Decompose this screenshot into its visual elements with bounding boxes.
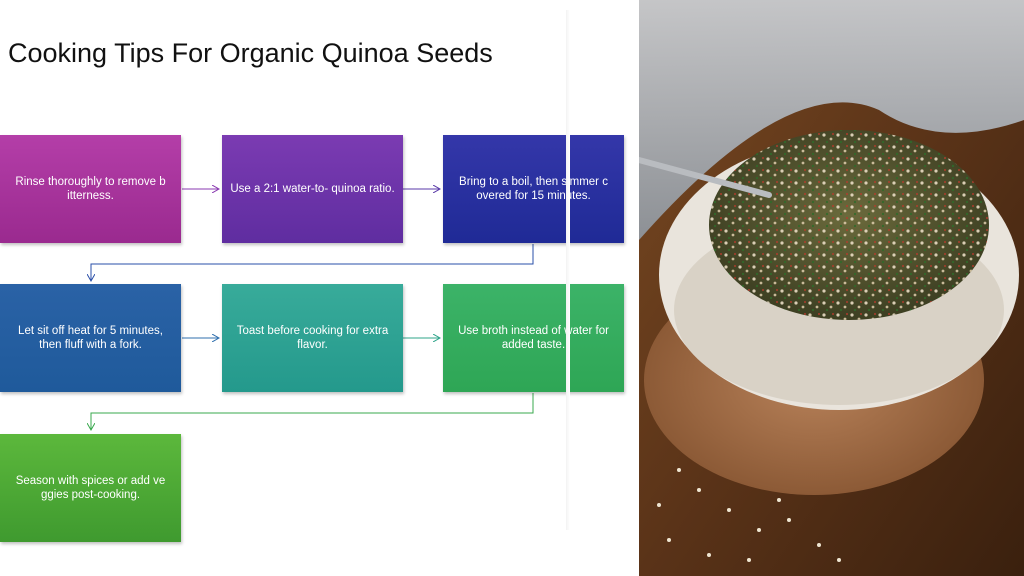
connector-6-7 [91, 393, 534, 430]
connector-3-4 [91, 244, 534, 281]
step-1-box: Rinse thoroughly to remove b itterness. [0, 135, 181, 243]
step-7-box: Season with spices or add ve ggies post-… [0, 434, 181, 542]
slide-title: Cooking Tips For Organic Quinoa Seeds [8, 38, 493, 68]
quinoa-salad-bowl-photo [639, 0, 1024, 576]
step-5-box: Toast before cooking for extra flavor. [222, 284, 403, 392]
step-7-text: Season with spices or add ve ggies post-… [15, 475, 166, 501]
step-6-box: Use broth instead of water for added tas… [443, 284, 624, 392]
step-3-text: Bring to a boil, then simmer c overed fo… [459, 176, 608, 202]
step-2-box: Use a 2:1 water-to- quinoa ratio. [222, 135, 403, 243]
step-6-text: Use broth instead of water for added tas… [458, 325, 609, 351]
step-5-text: Toast before cooking for extra flavor. [236, 325, 389, 351]
step-4-text: Let sit off heat for 5 minutes, then flu… [18, 325, 163, 351]
divider [566, 10, 570, 530]
flow-connectors [0, 0, 534, 576]
step-3-box: Bring to a boil, then simmer c overed fo… [443, 135, 624, 243]
step-2-text: Use a 2:1 water-to- quinoa ratio. [230, 183, 395, 195]
step-1-text: Rinse thoroughly to remove b itterness. [15, 176, 166, 202]
step-4-box: Let sit off heat for 5 minutes, then flu… [0, 284, 181, 392]
